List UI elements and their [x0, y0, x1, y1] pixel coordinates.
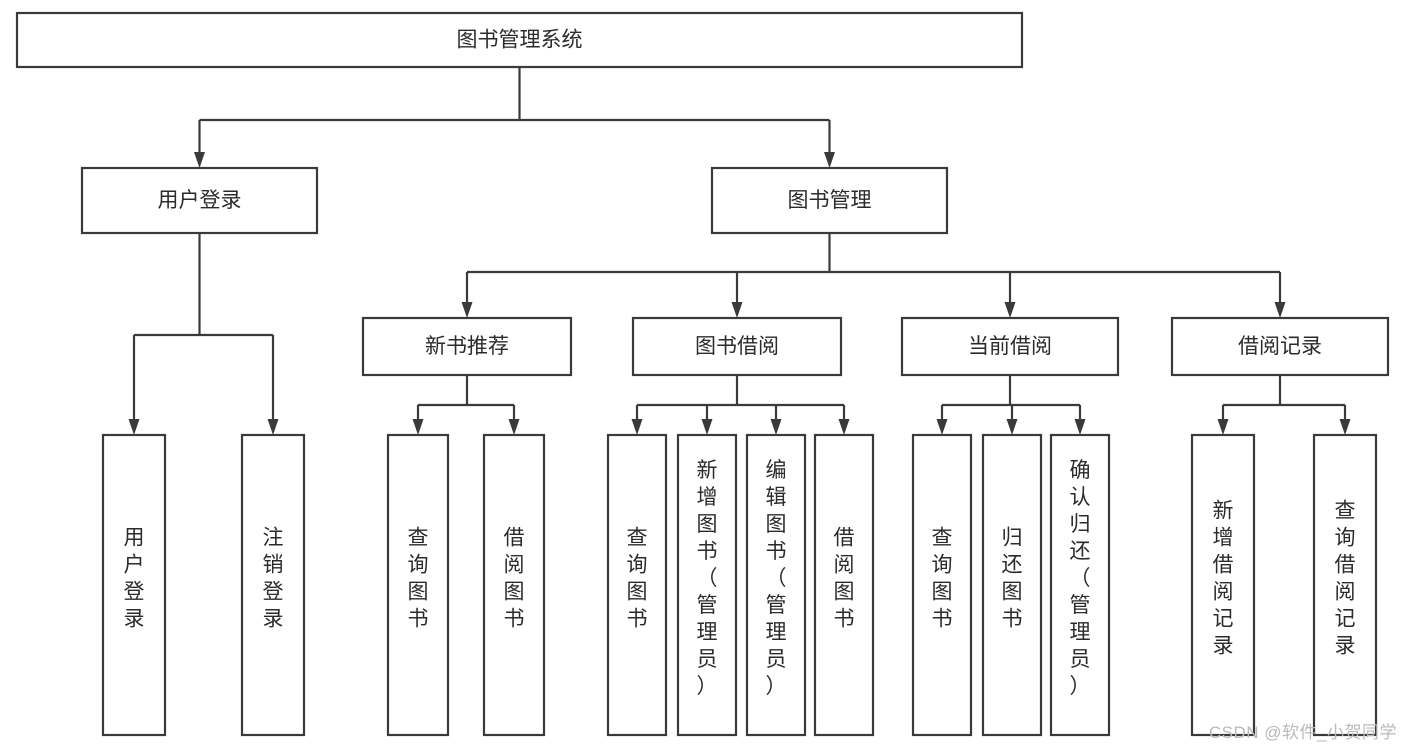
node-label: 图书管理系统 [457, 29, 583, 52]
arrow-head-icon [936, 419, 948, 435]
node-label: 注销登录 [263, 527, 284, 631]
node-box[interactable] [101, 433, 167, 737]
node-box[interactable] [15, 11, 1024, 69]
arrow-head-icon [1274, 302, 1286, 318]
arrow-head-icon [508, 419, 520, 435]
node-label: 编辑图书（管理员） [766, 459, 787, 698]
node-root[interactable]: 图书管理系统 [15, 11, 1024, 69]
node-leaf-borrow-book-1[interactable]: 借阅图书 [482, 433, 546, 737]
connector-group-book-borrow [631, 375, 850, 435]
arrow-head-icon [1217, 419, 1229, 435]
arrow-head-icon [1006, 419, 1018, 435]
node-leaf-query-book-1[interactable]: 查询图书 [386, 433, 450, 737]
node-box[interactable] [676, 433, 738, 737]
node-label: 查询图书 [932, 527, 953, 631]
node-box[interactable] [361, 316, 573, 377]
node-leaf-confirm-return[interactable]: 确认归还（管理员） [1049, 433, 1111, 737]
node-borrow-record[interactable]: 借阅记录 [1170, 316, 1390, 377]
node-label: 借阅图书 [834, 527, 855, 631]
arrow-head-icon [1074, 419, 1086, 435]
node-label: 查询图书 [627, 527, 648, 631]
node-leaf-return-book[interactable]: 归还图书 [981, 433, 1043, 737]
node-box[interactable] [631, 316, 843, 377]
arrow-head-icon [412, 419, 424, 435]
node-label: 新增图书（管理员） [697, 459, 718, 698]
node-box[interactable] [710, 166, 949, 235]
connector-group-borrow-record [1217, 375, 1351, 435]
connector-group-current-borrow [936, 375, 1086, 435]
node-box[interactable] [1049, 433, 1111, 737]
node-book-borrow[interactable]: 图书借阅 [631, 316, 843, 377]
node-leaf-query-book-2[interactable]: 查询图书 [606, 433, 668, 737]
node-box[interactable] [1190, 433, 1256, 737]
node-current-borrow[interactable]: 当前借阅 [900, 316, 1120, 377]
arrow-head-icon [731, 302, 743, 318]
node-box[interactable] [981, 433, 1043, 737]
node-label: 借阅记录 [1238, 335, 1322, 358]
node-box[interactable] [813, 433, 875, 737]
node-leaf-borrow-book-2[interactable]: 借阅图书 [813, 433, 875, 737]
arrow-head-icon [194, 152, 205, 168]
arrow-head-icon [267, 419, 279, 435]
node-label: 图书借阅 [695, 335, 779, 358]
node-leaf-edit-book[interactable]: 编辑图书（管理员） [745, 433, 807, 737]
arrow-head-icon [461, 302, 473, 318]
node-label: 归还图书 [1002, 527, 1023, 631]
node-label: 新书推荐 [425, 335, 509, 358]
arrow-head-icon [631, 419, 643, 435]
arrow-head-icon [1004, 302, 1016, 318]
node-leaf-logout-login[interactable]: 注销登录 [240, 433, 306, 737]
node-leaf-user-login[interactable]: 用户登录 [101, 433, 167, 737]
arrow-head-icon [1339, 419, 1351, 435]
arrow-head-icon [824, 152, 835, 168]
connector-group-root [194, 67, 835, 168]
node-box[interactable] [240, 433, 306, 737]
node-label: 新增借阅记录 [1213, 500, 1234, 658]
node-label: 用户登录 [124, 527, 145, 631]
node-label: 图书管理 [788, 189, 872, 212]
node-leaf-query-book-3[interactable]: 查询图书 [911, 433, 973, 737]
node-box[interactable] [606, 433, 668, 737]
node-box[interactable] [900, 316, 1120, 377]
node-book-management[interactable]: 图书管理 [710, 166, 949, 235]
node-new-book-recommend[interactable]: 新书推荐 [361, 316, 573, 377]
node-box[interactable] [1170, 316, 1390, 377]
watermark-text: CSDN @软件_小贺同学 [1208, 723, 1397, 742]
node-leaf-add-record[interactable]: 新增借阅记录 [1190, 433, 1256, 737]
node-leaf-query-record[interactable]: 查询借阅记录 [1312, 433, 1378, 737]
node-box[interactable] [80, 166, 319, 235]
node-box[interactable] [482, 433, 546, 737]
arrow-head-icon [128, 419, 140, 435]
node-box[interactable] [745, 433, 807, 737]
arrow-head-icon [838, 419, 850, 435]
node-label: 确认归还（管理员） [1070, 459, 1091, 698]
connector-group-user-login [128, 233, 279, 435]
node-label: 查询图书 [408, 527, 429, 631]
node-label: 当前借阅 [968, 335, 1052, 358]
node-label: 查询借阅记录 [1335, 500, 1356, 658]
node-box[interactable] [911, 433, 973, 737]
node-box[interactable] [1312, 433, 1378, 737]
node-user-login[interactable]: 用户登录 [80, 166, 319, 235]
node-label: 借阅图书 [504, 527, 525, 631]
node-leaf-add-book[interactable]: 新增图书（管理员） [676, 433, 738, 737]
connector-group-book-management [461, 233, 1286, 318]
arrow-head-icon [770, 419, 782, 435]
connector-group-new-book-recommend [412, 375, 520, 435]
node-box[interactable] [386, 433, 450, 737]
arrow-head-icon [701, 419, 713, 435]
node-label: 用户登录 [158, 189, 242, 212]
